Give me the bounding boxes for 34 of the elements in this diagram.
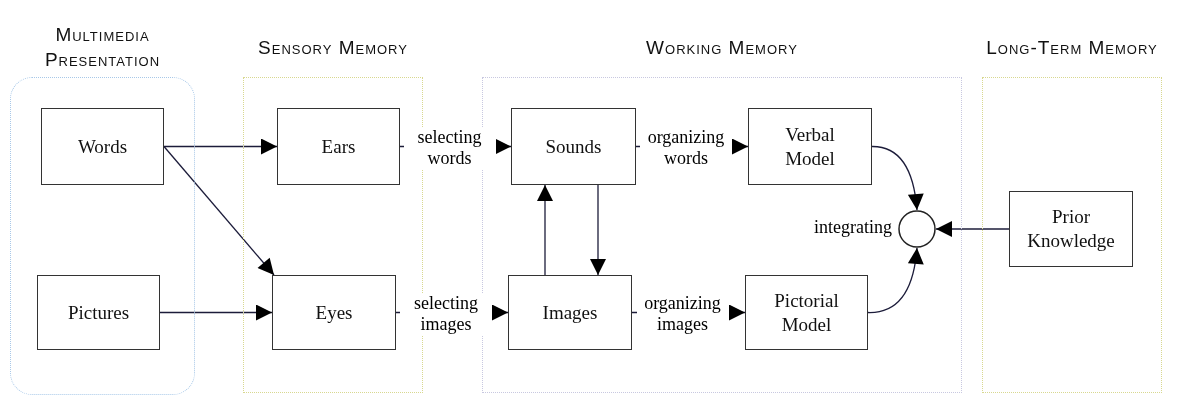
- box-label: Words: [76, 134, 129, 159]
- arrow: [935, 221, 1010, 237]
- box-label: Verbal Model: [784, 122, 836, 171]
- process-box: [508, 275, 632, 350]
- process-box: [277, 108, 400, 185]
- arrow: [871, 145, 924, 211]
- box-label: Ears: [320, 134, 357, 159]
- arrow: [159, 304, 273, 321]
- node-caption: integrating: [814, 217, 892, 238]
- process-box: [37, 275, 160, 350]
- process-box: [1009, 191, 1133, 267]
- box-label: Pictorial Model: [773, 288, 840, 337]
- group-heading: Multimedia Presentation: [43, 23, 162, 72]
- process-box: [748, 108, 872, 185]
- group-heading: Sensory Memory: [257, 35, 409, 60]
- process-box: [41, 108, 164, 185]
- box-label: Images: [541, 300, 599, 325]
- process-box: [511, 108, 636, 185]
- box-label: Pictures: [66, 300, 131, 325]
- box-label: Sounds: [544, 134, 603, 159]
- arrow: [163, 145, 275, 276]
- process-box: [745, 275, 868, 350]
- arrow: [537, 184, 553, 276]
- group-heading: Long-Term Memory: [985, 35, 1159, 60]
- box-label: Prior Knowledge: [1026, 205, 1116, 253]
- process-box: [272, 275, 396, 350]
- arrow: [163, 138, 278, 155]
- box-label: Eyes: [314, 300, 354, 325]
- edge-label: selecting words: [403, 126, 496, 169]
- arrow: [590, 184, 606, 276]
- edge-label: selecting images: [400, 292, 492, 335]
- circle-node: [898, 210, 936, 248]
- arrow: [867, 247, 924, 314]
- group-heading: Working Memory: [645, 35, 799, 60]
